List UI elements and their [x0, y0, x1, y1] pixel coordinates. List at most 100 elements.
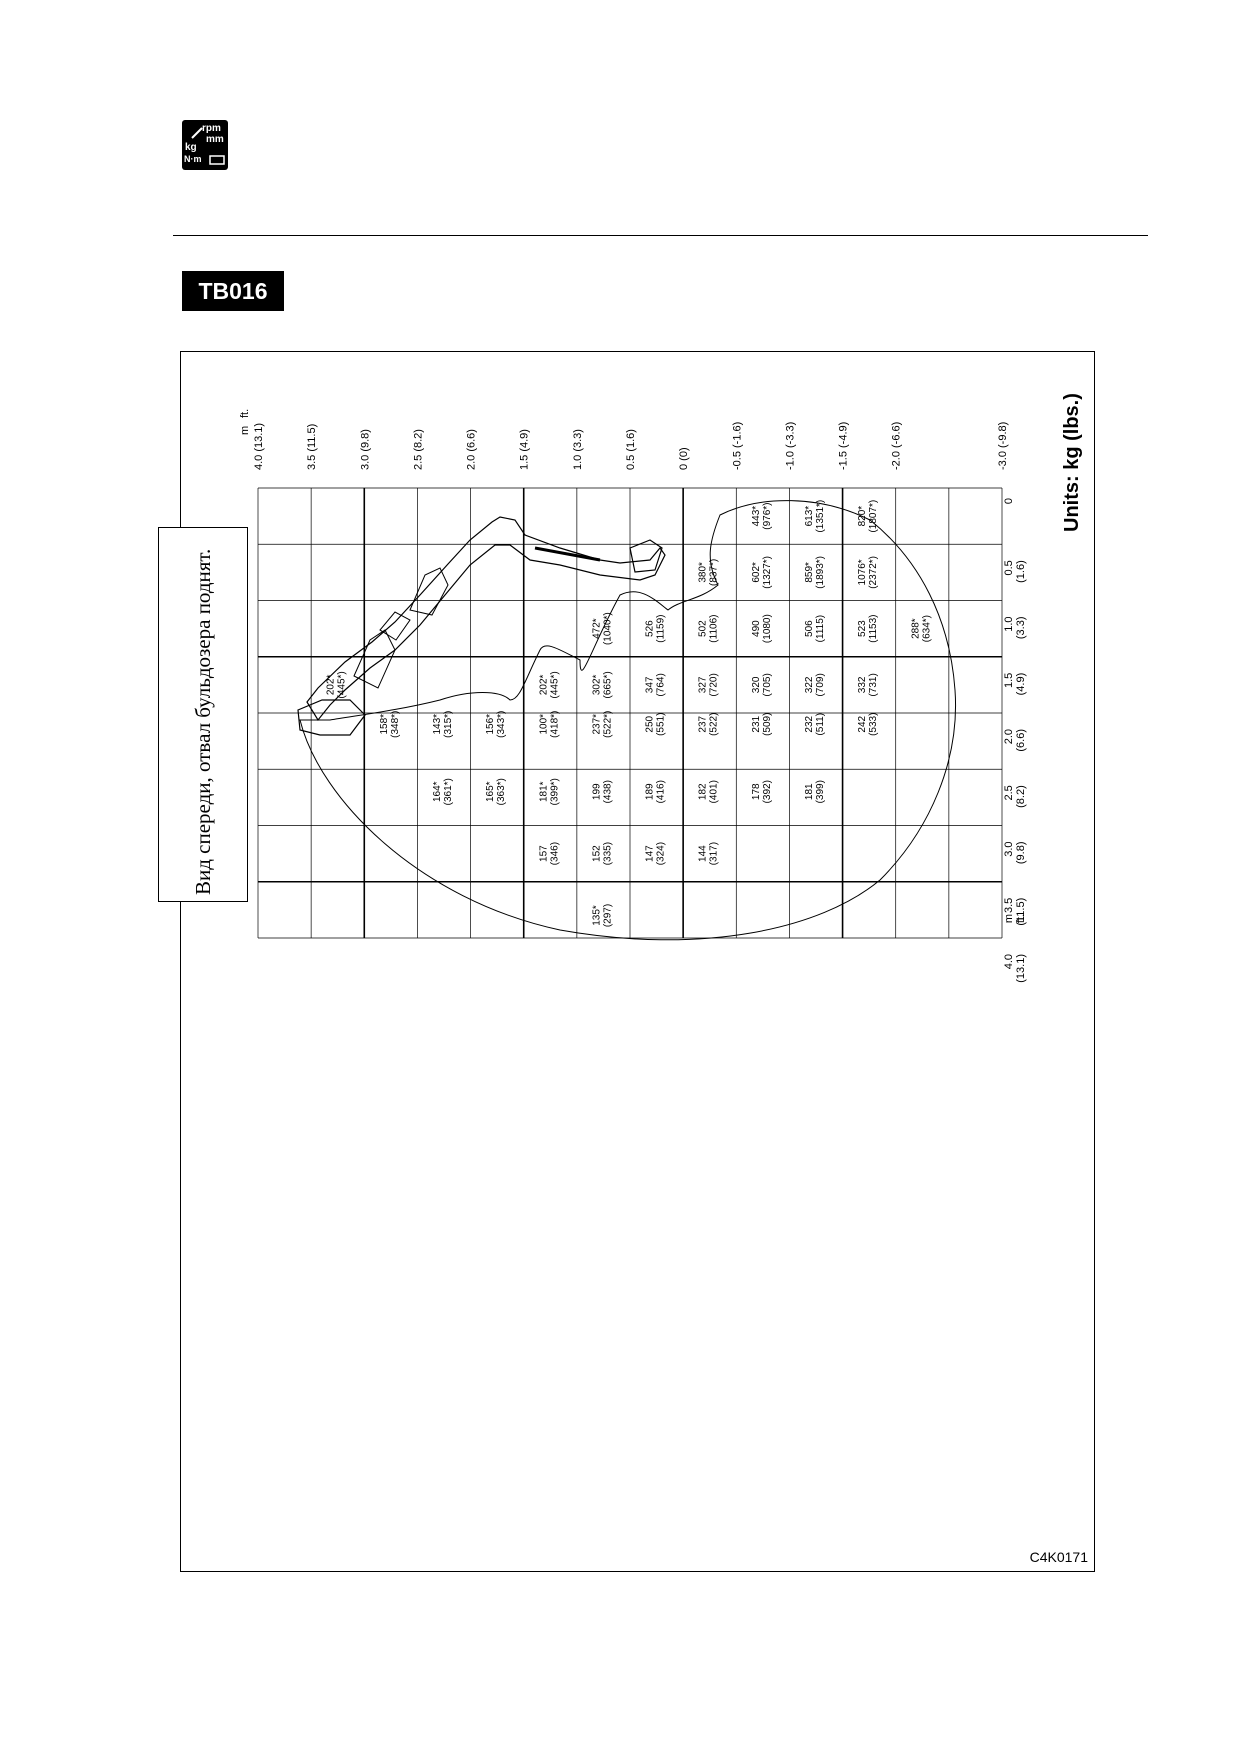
capacity-kg: 182	[698, 783, 709, 800]
height-axis-label: -0.5 (-1.6)	[731, 422, 743, 470]
capacity-lbs: (976*)	[762, 503, 773, 530]
logo-kg-text: kg	[185, 142, 197, 153]
capacity-kg: 147	[645, 845, 656, 862]
height-axis-label: 0 (0)	[678, 447, 690, 470]
height-axis-label: -3.0 (-9.8)	[997, 422, 1009, 470]
capacity-kg: 144	[698, 845, 709, 862]
logo-rpm-text: rpm	[202, 123, 221, 134]
height-axis-unit-m: m	[239, 426, 251, 435]
height-axis-label: 3.0 (9.8)	[359, 429, 371, 470]
capacity-lbs: (705)	[762, 673, 773, 696]
radius-axis-label: 0	[1003, 498, 1015, 504]
capacity-kg: 165*	[485, 781, 496, 802]
capacity-kg: 164*	[432, 781, 443, 802]
height-axis-label: 1.0 (3.3)	[572, 429, 584, 470]
capacity-lbs: (363*)	[496, 778, 507, 805]
capacity-lbs: (551)	[656, 713, 667, 736]
capacity-lbs: (720)	[709, 673, 720, 696]
logo-nm-text: N·m	[184, 154, 202, 164]
capacity-lbs: (324)	[656, 842, 667, 865]
radius-axis-label-ft: (13.1)	[1015, 954, 1027, 983]
capacity-lbs: (837*)	[709, 559, 720, 586]
capacity-kg: 443*	[751, 506, 762, 527]
radius-axis-label: 1.5	[1003, 673, 1015, 688]
capacity-lbs: (1106)	[709, 615, 720, 643]
capacity-lbs: (1807*)	[868, 500, 879, 533]
capacity-kg: 157	[538, 845, 549, 862]
height-axis-label: 4.0 (13.1)	[253, 423, 265, 470]
note-box: Вид спереди, отвал бульдозера поднят.	[158, 527, 248, 902]
capacity-lbs: (418*)	[549, 711, 560, 738]
capacity-lbs: (361*)	[443, 778, 454, 805]
section-code-badge: TB016	[182, 271, 284, 311]
capacity-kg: 250	[645, 715, 656, 732]
capacity-lbs: (445*)	[549, 671, 560, 698]
capacity-lbs: (438)	[602, 780, 613, 803]
capacity-lbs: (399*)	[549, 778, 560, 805]
height-axis-label: 1.5 (4.9)	[519, 429, 531, 470]
height-axis-label: 2.5 (8.2)	[412, 429, 424, 470]
logo-mm-text: mm	[206, 134, 224, 145]
capacity-lbs: (533)	[868, 713, 879, 736]
capacity-kg: 158*	[379, 714, 390, 735]
capacity-kg: 472*	[591, 618, 602, 639]
capacity-lbs: (346)	[549, 842, 560, 865]
note-text: Вид спереди, отвал бульдозера поднят.	[191, 548, 215, 895]
excavator-arm-drawing	[297, 516, 666, 736]
capacity-kg: 231	[751, 715, 762, 732]
capacity-kg: 322	[804, 676, 815, 693]
capacity-kg: 152	[591, 845, 602, 862]
radius-axis-label-ft: (1.6)	[1015, 560, 1027, 583]
radius-axis-label-ft: (3.3)	[1015, 617, 1027, 640]
capacity-kg: 523	[857, 620, 868, 637]
capacity-lbs: (1893*)	[815, 556, 826, 589]
capacity-kg: 178	[751, 783, 762, 800]
capacity-lbs: (509)	[762, 713, 773, 736]
capacity-kg: 602*	[751, 562, 762, 583]
capacity-kg: 320	[751, 676, 762, 693]
capacity-lbs: (445*)	[337, 671, 348, 698]
capacity-lbs: (511)	[815, 713, 826, 736]
capacity-lbs: (399)	[815, 780, 826, 803]
spec-units-icon: rpm mm kg N·m	[182, 120, 228, 170]
capacity-kg: 237	[698, 715, 709, 732]
capacity-lbs: (731)	[868, 673, 879, 696]
radius-axis-label: 0.5	[1003, 560, 1015, 575]
capacity-lbs: (1327*)	[762, 556, 773, 589]
capacity-lbs: (764)	[656, 673, 667, 696]
radius-axis-unit-m: m	[1003, 914, 1015, 923]
capacity-lbs: (709)	[815, 673, 826, 696]
capacity-values: 202*(445*)158*(348*)143*(315*)156*(343*)…	[326, 500, 933, 927]
capacity-lbs: (416)	[656, 780, 667, 803]
capacity-kg: 613*	[804, 506, 815, 527]
capacity-kg: 202*	[326, 674, 337, 695]
capacity-lbs: (343*)	[496, 711, 507, 738]
capacity-lbs: (335)	[602, 842, 613, 865]
radius-axis-label: 2.0	[1003, 729, 1015, 744]
height-axis-label: -1.0 (-3.3)	[784, 422, 796, 470]
capacity-kg: 332	[857, 676, 868, 693]
radius-axis-label: 3.5	[1003, 898, 1015, 913]
capacity-kg: 237*	[591, 714, 602, 735]
radius-axis-unit-ft: ft.	[1015, 914, 1027, 923]
capacity-kg: 288*	[910, 618, 921, 639]
figure-code: C4K0171	[1029, 1549, 1088, 1565]
capacity-kg: 181*	[538, 781, 549, 802]
capacity-kg: 189	[645, 783, 656, 800]
header-rule	[173, 235, 1148, 236]
capacity-lbs: (665*)	[602, 671, 613, 698]
height-axis-label: 2.0 (6.6)	[466, 429, 478, 470]
radius-axis-label: 1.0	[1003, 617, 1015, 632]
capacity-lbs: (348*)	[390, 711, 401, 738]
capacity-kg: 202*	[538, 674, 549, 695]
range-curve	[299, 500, 957, 941]
height-axis-label: 0.5 (1.6)	[625, 429, 637, 470]
capacity-kg: 135*	[591, 905, 602, 926]
capacity-lbs: (315*)	[443, 711, 454, 738]
capacity-lbs: (2372*)	[868, 556, 879, 589]
capacity-kg: 100*	[538, 714, 549, 735]
height-axis-label: -1.5 (-4.9)	[838, 422, 850, 470]
radius-axis-label-ft: (8.2)	[1015, 785, 1027, 808]
capacity-kg: 327	[698, 676, 709, 693]
